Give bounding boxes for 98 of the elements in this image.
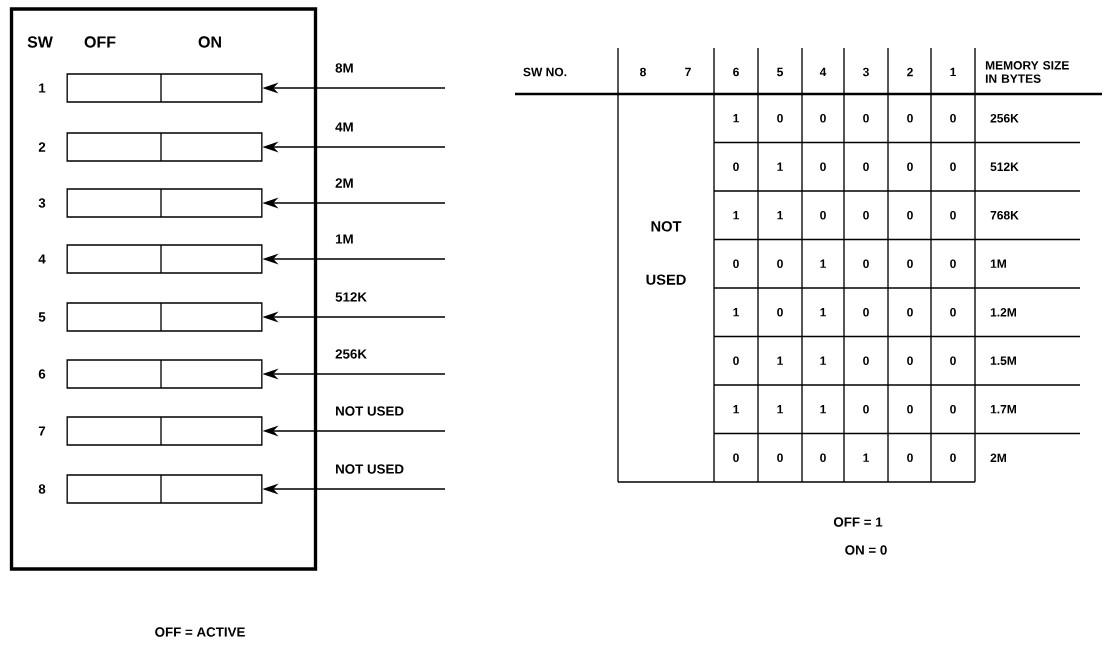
table-cell: 0 bbox=[733, 356, 739, 365]
table-cell: 0 bbox=[733, 162, 739, 171]
switch-number: 2 bbox=[38, 142, 46, 152]
table-cell: 0 bbox=[950, 356, 956, 365]
table-cell: 0 bbox=[907, 356, 913, 365]
column-header: SW bbox=[27, 36, 53, 48]
table-cell: 1M bbox=[990, 259, 1006, 268]
column-header: 3 bbox=[862, 67, 869, 77]
switch-number: 8 bbox=[38, 484, 46, 494]
table-cell: 0 bbox=[733, 453, 739, 462]
switch bbox=[66, 474, 263, 504]
switch bbox=[66, 244, 263, 274]
table-cell: 0 bbox=[950, 114, 956, 123]
table-cell: 2M bbox=[990, 453, 1006, 462]
table-cell: 0 bbox=[950, 405, 956, 414]
switch bbox=[66, 416, 263, 446]
table-cell: 0 bbox=[950, 211, 956, 220]
table-cell: 1 bbox=[777, 162, 783, 171]
table-cell: 0 bbox=[950, 162, 956, 171]
table-cell: 0 bbox=[950, 308, 956, 317]
table-cell: 1 bbox=[777, 405, 783, 414]
table-cell: 0 bbox=[863, 308, 869, 317]
table-cell: 1 bbox=[777, 356, 783, 365]
table-cell: 1 bbox=[733, 211, 739, 220]
table-cell: 1 bbox=[733, 405, 739, 414]
table-cell: NOT USED bbox=[646, 221, 686, 285]
table-cell: 0 bbox=[820, 211, 826, 220]
table-cell: 0 bbox=[863, 211, 869, 220]
edge-label: 2M bbox=[335, 178, 353, 188]
table-cell: 0 bbox=[777, 259, 783, 268]
column-header: 2 bbox=[907, 67, 913, 77]
switch bbox=[66, 73, 263, 103]
switch bbox=[66, 188, 263, 218]
edge-label: 256K bbox=[335, 349, 367, 359]
table-cell: 1.7M bbox=[990, 405, 1016, 414]
edge-label: 512K bbox=[335, 292, 367, 302]
column-header: 1 bbox=[950, 67, 956, 77]
table-cell: 1 bbox=[820, 259, 826, 268]
note: ON = 0 bbox=[845, 545, 887, 555]
table-cell: 512K bbox=[990, 162, 1019, 171]
column-header: 5 bbox=[777, 67, 783, 77]
table-cell: 0 bbox=[907, 162, 913, 171]
switch-number: 5 bbox=[38, 312, 46, 322]
column-header: 4 bbox=[819, 67, 827, 77]
table-cell: 0 bbox=[907, 211, 913, 220]
table-cell: 1 bbox=[820, 405, 826, 414]
column-header: SW NO. bbox=[523, 67, 567, 77]
table-cell: 0 bbox=[863, 356, 869, 365]
note: OFF = ACTIVE bbox=[155, 627, 245, 637]
column-header: 7 bbox=[685, 67, 691, 77]
table-cell: 256K bbox=[990, 114, 1019, 123]
column-header: 6 bbox=[733, 67, 739, 77]
column-header: 8 bbox=[640, 67, 646, 77]
table-cell: 0 bbox=[950, 453, 956, 462]
table-cell: 0 bbox=[863, 405, 869, 414]
table-cell: 0 bbox=[863, 162, 869, 171]
table-cell: 1 bbox=[820, 356, 826, 365]
table-cell: 0 bbox=[907, 114, 913, 123]
table-cell: 0 bbox=[863, 114, 869, 123]
table-cell: 1 bbox=[820, 308, 826, 317]
table-cell: 0 bbox=[820, 453, 826, 462]
table-cell: 0 bbox=[777, 114, 783, 123]
switch-number: 4 bbox=[38, 254, 46, 264]
table-cell: 1 bbox=[777, 211, 783, 220]
edge-label: 8M bbox=[335, 63, 353, 73]
table-cell: 1.2M bbox=[990, 308, 1016, 317]
edge-label: NOT USED bbox=[336, 464, 404, 474]
table-cell: 1.5M bbox=[990, 356, 1016, 365]
table-cell: 1 bbox=[733, 308, 739, 317]
edge-label: NOT USED bbox=[336, 406, 404, 416]
table-cell: 0 bbox=[863, 259, 869, 268]
table-cell: 0 bbox=[777, 453, 783, 462]
table-cell: 0 bbox=[907, 308, 913, 317]
table-cell: 0 bbox=[820, 162, 826, 171]
column-header: MEMORY SIZE IN BYTES bbox=[985, 61, 1069, 83]
edge-label: 1M bbox=[335, 234, 353, 244]
table-cell: 0 bbox=[820, 114, 826, 123]
switch-number: 3 bbox=[38, 198, 46, 208]
table-cell: 0 bbox=[950, 259, 956, 268]
table-cell: 768K bbox=[990, 211, 1019, 220]
switch-number: 6 bbox=[38, 369, 46, 379]
switch bbox=[66, 132, 263, 162]
table-cell: 0 bbox=[907, 453, 913, 462]
table-cell: 0 bbox=[733, 259, 739, 268]
note: OFF = 1 bbox=[833, 517, 883, 527]
switch bbox=[66, 359, 263, 389]
switch bbox=[66, 302, 263, 332]
table-cell: 1 bbox=[863, 453, 869, 462]
edge-label: 4M bbox=[335, 122, 353, 132]
table-cell: 1 bbox=[733, 114, 739, 123]
table-cell: 0 bbox=[907, 405, 913, 414]
switch-panel bbox=[9, 7, 318, 571]
table-cell: 0 bbox=[907, 259, 913, 268]
switch-number: 7 bbox=[38, 426, 46, 436]
column-header: ON bbox=[198, 36, 221, 48]
column-header: OFF bbox=[84, 36, 116, 48]
switch-number: 1 bbox=[39, 83, 46, 93]
table-cell: 0 bbox=[777, 308, 783, 317]
